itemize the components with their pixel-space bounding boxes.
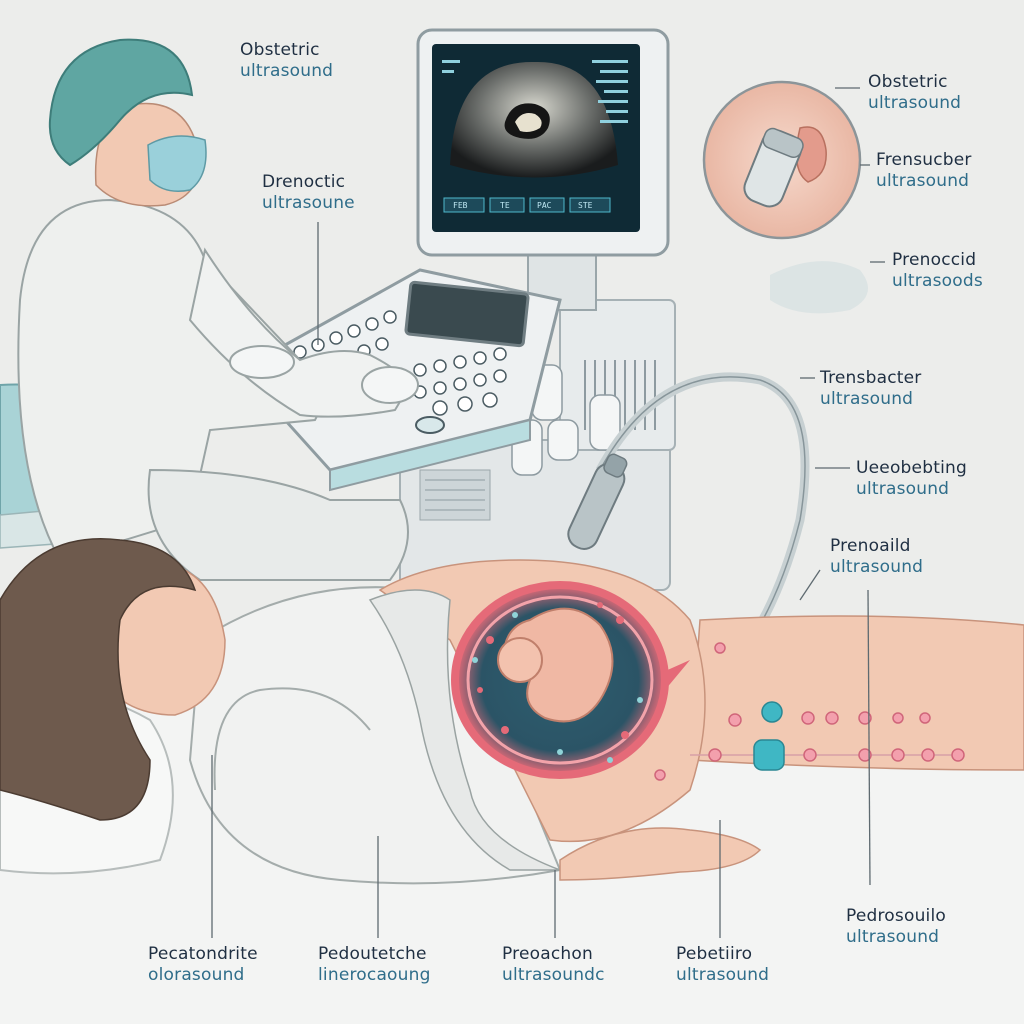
label-top-right-line2: ultrasound [868,93,962,113]
label-right-4: Ueeobebting ultrasound [856,458,967,500]
label-bottom-2: Pedoutetche linerocaoung [318,944,431,986]
label-top-left: Obstetric ultrasound [240,40,333,82]
label-bottom-1: Pecatondrite olorasound [148,944,258,986]
label-top-left-line1: Obstetric [240,40,320,60]
patient [0,538,1024,885]
label-right-4-line1: Ueeobebting [856,458,967,478]
face-mask [147,135,207,192]
patient-hair [0,538,197,821]
label-bottom-4-line1: Pebetiiro [676,944,753,964]
label-right-2-line2: ultrasoods [892,271,983,291]
transducer [567,453,628,550]
label-right-5-line2: ultrasound [830,557,924,577]
inset-magnifier [702,80,862,240]
label-bottom-2-line2: linerocaoung [318,965,431,985]
label-bottom-4-line2: ultrasound [676,965,770,985]
label-right-2: Prenoccid ultrasoods [892,250,983,292]
label-upper-left: Drenoctic ultrasoune [262,172,355,214]
monitor: FEB TE PAC STE [416,28,670,257]
label-right-3-line2: ultrasound [820,389,914,409]
console-screen [404,280,530,348]
label-upper-left-line2: ultrasoune [262,193,355,213]
label-right-1: Frensucber ultrasound [876,150,972,192]
monitor-button-3: PAC [537,201,552,210]
monitor-buttons: FEB TE PAC STE [443,197,611,213]
patient-legs [689,615,1024,771]
glove-right [361,366,419,404]
label-bottom-2-line1: Pedoutetche [318,944,427,964]
patient-hand [559,827,762,881]
label-right-5: Prenoaild ultrasound [830,536,923,578]
marker-highlight-1 [761,701,783,723]
label-right-3-line1: Trensbacter [820,368,922,388]
label-bottom-1-line1: Pecatondrite [148,944,258,964]
surgical-cap [48,38,194,167]
label-right-4-line2: ultrasound [856,479,950,499]
leader-lines [211,87,885,938]
label-top-right-line1: Obstetric [868,72,948,92]
label-bottom-3: Preoachon ultrasoundc [502,944,605,986]
monitor-button-2: TE [500,201,510,210]
label-right-bottom-line1: Pedrosouilo [846,906,946,926]
label-right-1-line1: Frensucber [876,150,972,170]
sonographer [17,38,419,581]
marker-highlight-2 [753,739,785,771]
label-top-right: Obstetric ultrasound [868,72,961,114]
label-right-5-line1: Prenoaild [830,536,911,556]
monitor-button-1: FEB [453,201,468,210]
label-right-bottom: Pedrosouilo ultrasound [846,906,946,948]
label-top-left-line2: ultrasound [240,61,334,81]
texture-smudge [770,261,868,314]
label-bottom-1-line2: olorasound [148,965,245,985]
label-right-2-line1: Prenoccid [892,250,977,270]
label-bottom-3-line1: Preoachon [502,944,593,964]
label-right-bottom-line2: ultrasound [846,927,940,947]
label-right-3: Trensbacter ultrasound [820,368,921,410]
label-upper-left-line1: Drenoctic [262,172,346,192]
label-bottom-4: Pebetiiro ultrasound [676,944,769,986]
scan-markers [654,642,965,781]
label-bottom-3-line2: ultrasoundc [502,965,605,985]
monitor-button-4: STE [578,201,593,210]
label-right-1-line2: ultrasound [876,171,970,191]
glove-left [229,345,295,379]
